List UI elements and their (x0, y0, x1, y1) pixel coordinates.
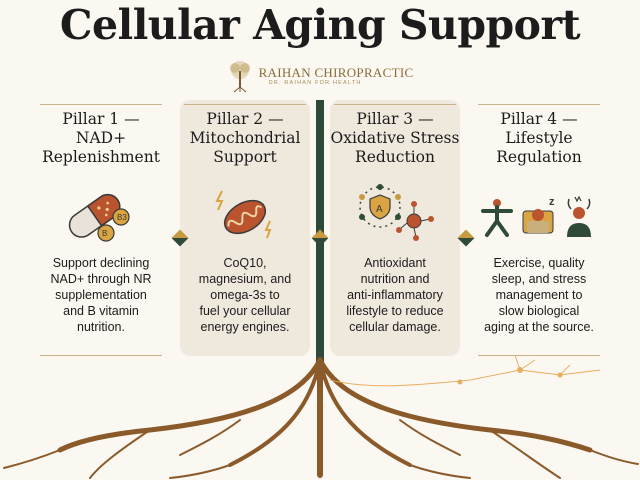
label-z: z (549, 196, 555, 208)
pill-capsule-icon: B3 B (68, 193, 130, 242)
exercise-icon (481, 199, 513, 237)
diamond-ornament-icon (311, 229, 329, 247)
mitochondria-icon (215, 190, 272, 239)
pillar-description: Antioxidant nutrition and anti-inflammat… (346, 256, 444, 334)
diamond-ornament-icon (457, 229, 475, 247)
pillar-divider-line (40, 355, 162, 356)
brand-name: RAIHAN CHIROPRACTIC (258, 64, 414, 80)
antioxidant-shield-icon: A (359, 184, 434, 241)
pillar-3: Pillar 3 — Oxidative Stress Reduction A … (330, 100, 460, 356)
pillar-divider-line (184, 104, 306, 105)
pillar-2: Pillar 2 — Mitochondrial Support CoQ10, … (180, 100, 310, 356)
stress-icon (567, 195, 591, 237)
pillar-description: CoQ10, magnesium, and omega-3s to fuel y… (198, 256, 292, 334)
tree-logo-icon (229, 61, 250, 93)
pillar-description: Support declining NAD+ through NR supple… (50, 256, 152, 334)
tree-roots-illustration (3, 354, 639, 479)
label-a: A (376, 204, 383, 215)
pillar-divider-line (478, 355, 600, 356)
pillar-4: Pillar 4 — Lifestyle Regulation z Exerci… (474, 100, 604, 356)
page-title: Cellular Aging Support (59, 1, 581, 49)
pillar-divider-line (478, 104, 600, 105)
pillar-1: Pillar 1 — NAD+ Replenishment B3 B Suppo… (36, 100, 166, 356)
brand-tagline: DR. RAIHAN FOR HEALTH (268, 79, 362, 86)
label-b3: B3 (117, 213, 127, 222)
pillar-description: Exercise, quality sleep, and stress mana… (484, 256, 594, 334)
lifestyle-icons: z (481, 195, 591, 237)
pillar-title: Pillar 4 — Lifestyle Regulation (496, 110, 582, 166)
brand-logo: RAIHAN CHIROPRACTIC DR. RAIHAN FOR HEALT… (0, 58, 640, 94)
pillar-divider-line (40, 104, 162, 105)
pillar-title: Pillar 3 — Oxidative Stress Reduction (330, 110, 460, 166)
sleep-icon: z (522, 196, 555, 234)
pillar-title: Pillar 1 — NAD+ Replenishment (42, 110, 160, 166)
label-b: B (102, 229, 107, 238)
pillar-divider-line (334, 104, 456, 105)
pillar-title: Pillar 2 — Mitochondrial Support (189, 110, 301, 166)
